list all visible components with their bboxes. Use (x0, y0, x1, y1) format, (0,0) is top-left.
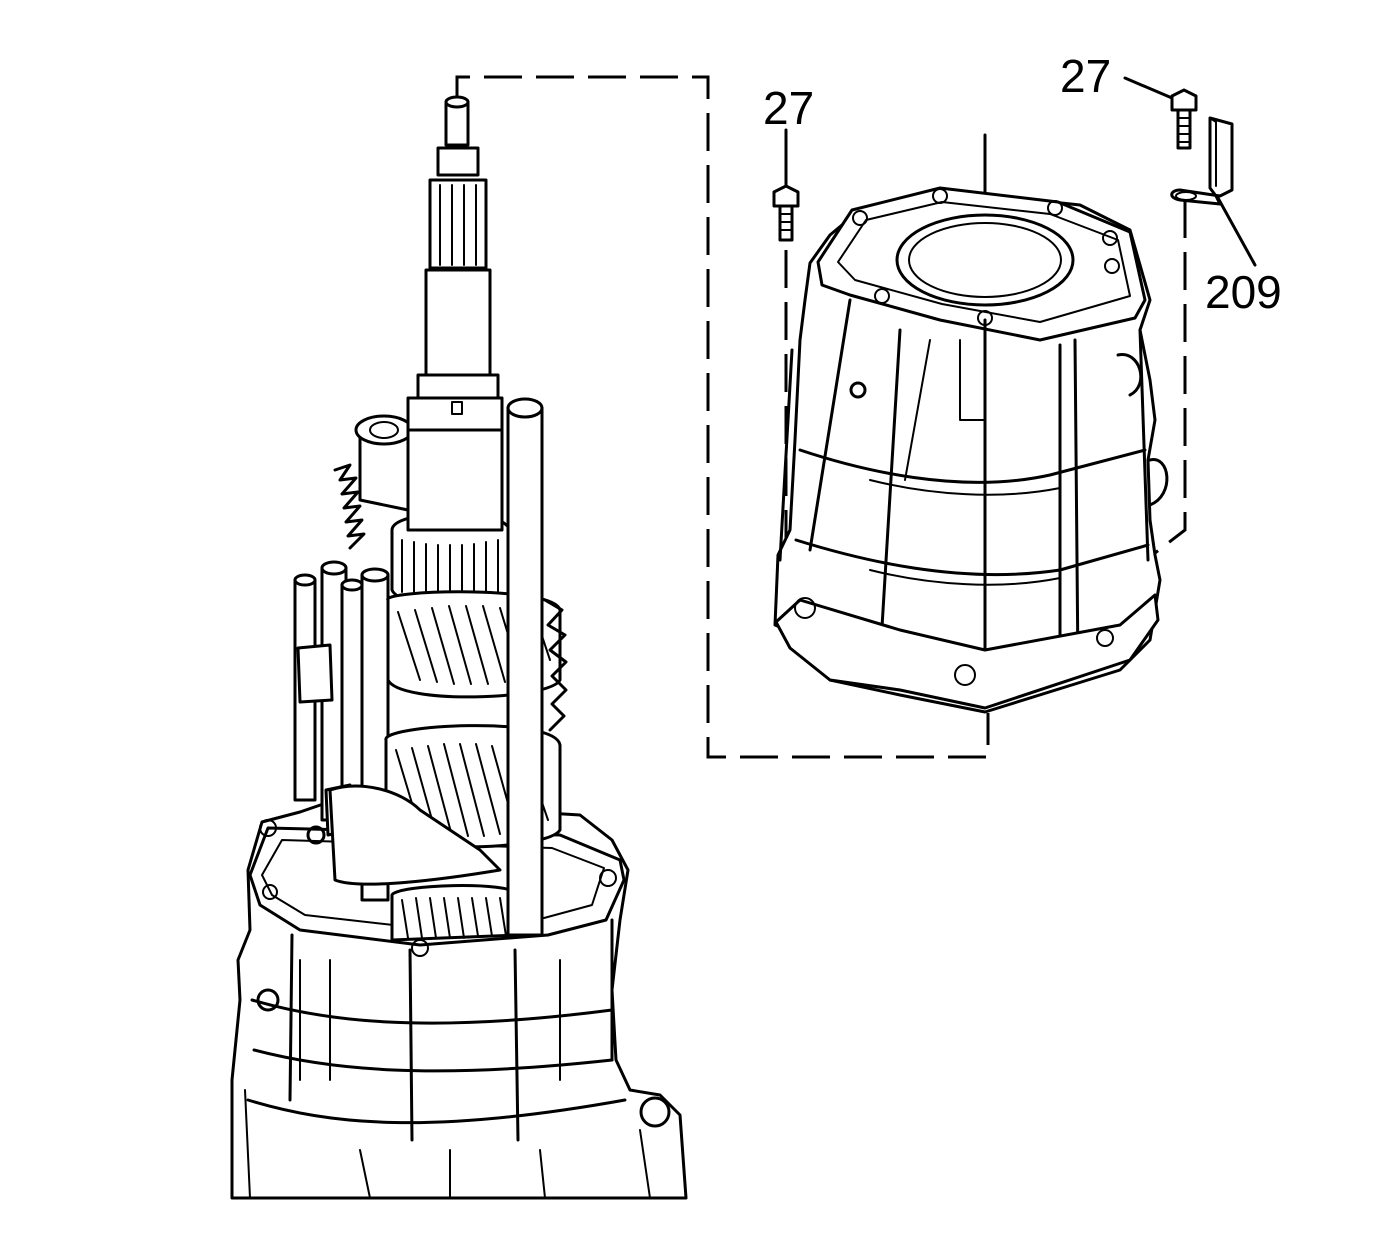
alignment-path-extension-housing (455, 75, 990, 759)
bolt-left (772, 184, 800, 242)
leader-bolt-right (1123, 76, 1174, 100)
callout-bracket: 209 (1205, 266, 1282, 318)
alignment-path-right-bolt (1154, 200, 1187, 555)
bolt-right (1170, 88, 1198, 150)
extension-housing (773, 186, 1169, 714)
callout-bolt-right: 27 (1060, 50, 1111, 102)
leader-bracket (1216, 196, 1257, 267)
callout-bolt-left: 27 (763, 82, 814, 134)
main-shaft (406, 95, 504, 532)
long-guide-rod (506, 397, 544, 937)
